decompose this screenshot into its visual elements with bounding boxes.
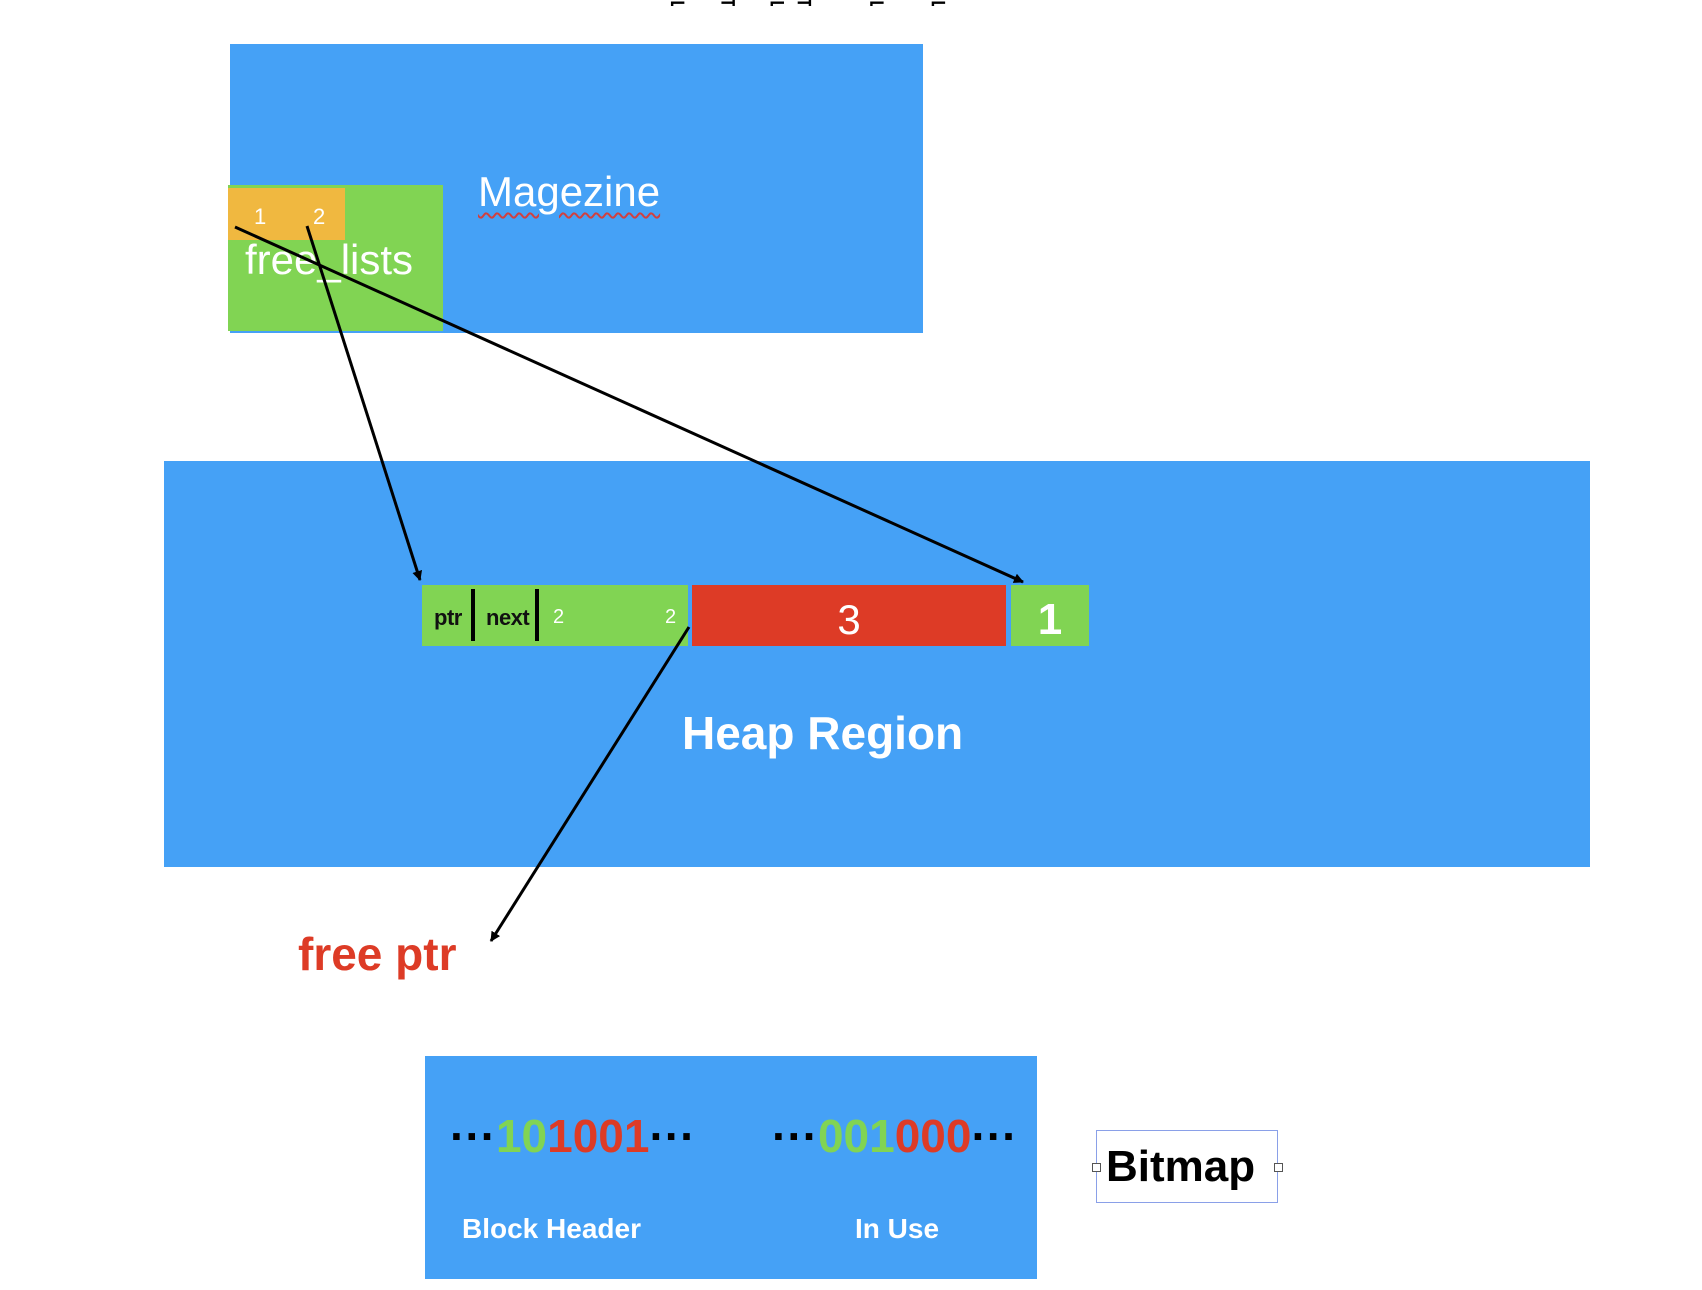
magazine-label: Magezine bbox=[478, 168, 661, 215]
resize-handle-right[interactable] bbox=[1274, 1163, 1283, 1172]
used-block-label: 3 bbox=[837, 596, 861, 643]
used-block bbox=[692, 585, 1006, 646]
in-use-caption: In Use bbox=[855, 1213, 940, 1244]
block-size-left: 2 bbox=[553, 606, 565, 628]
free-ptr-label: free ptr bbox=[298, 928, 457, 980]
field-separator bbox=[471, 589, 475, 641]
free-block-header bbox=[422, 585, 688, 646]
field-separator bbox=[535, 589, 539, 641]
heap-region-box bbox=[164, 461, 1590, 867]
block-header-bits: ···101001··· bbox=[450, 1110, 696, 1162]
block-size-right: 2 bbox=[665, 606, 677, 628]
free-block-small-label: 1 bbox=[1037, 595, 1063, 644]
heap-region-label: Heap Region bbox=[682, 707, 964, 759]
free-block-small bbox=[1011, 585, 1089, 646]
arrow-list2-to-block1 bbox=[305, 225, 423, 581]
free-list-index-1: 1 bbox=[254, 204, 267, 229]
bitmap-label: Bitmap bbox=[1106, 1142, 1256, 1191]
arrow-block-to-free-ptr bbox=[489, 626, 691, 942]
bitmap-box bbox=[425, 1056, 1037, 1279]
in-use-bits: ···001000··· bbox=[772, 1110, 1018, 1162]
ptr-field-label: ptr bbox=[434, 605, 462, 630]
cropped-title-fragment: ╒ ╛╒╛ ╒ ╒ bbox=[660, 0, 990, 6]
free-list-index-2: 2 bbox=[313, 204, 326, 229]
arrow-list1-to-block3 bbox=[234, 225, 1024, 584]
resize-handle-left[interactable] bbox=[1092, 1163, 1101, 1172]
next-field-label: next bbox=[486, 605, 530, 630]
block-header-caption: Block Header bbox=[462, 1213, 641, 1244]
